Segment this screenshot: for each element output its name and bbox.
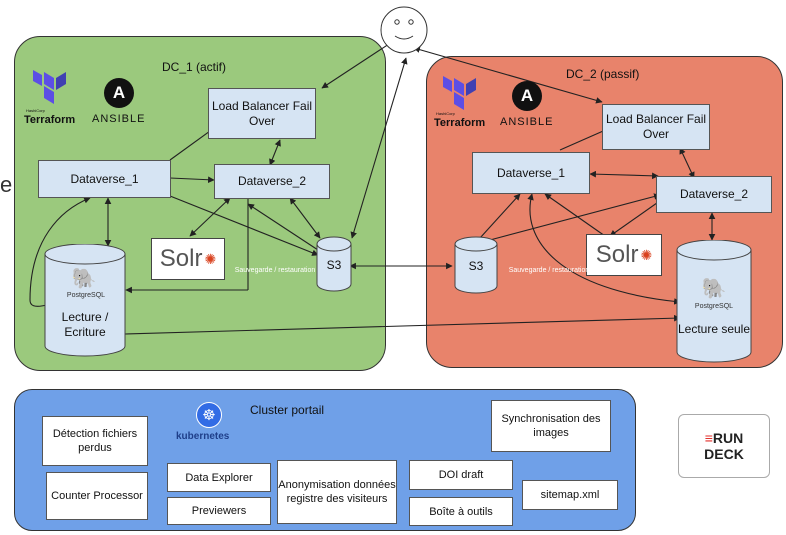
sitemap-xml: sitemap.xml bbox=[522, 480, 618, 510]
edge-dv2-s3 bbox=[289, 197, 321, 239]
rundeck-logo: ≡RUN DECK bbox=[678, 414, 770, 478]
dc1-title: DC_1 (actif) bbox=[162, 60, 227, 74]
edge-dc2-dv1-dv2 bbox=[589, 170, 659, 180]
portal-title: Cluster portail bbox=[250, 403, 325, 417]
dc1-s3-label: S3 bbox=[326, 258, 342, 272]
dc2-ansible-label: ANSIBLE bbox=[500, 116, 554, 128]
edge-s3-dv2 bbox=[247, 203, 319, 251]
edge-lb2-dv2 bbox=[679, 147, 695, 179]
dc2-postgresql-elephant-icon: 🐘 bbox=[701, 278, 727, 300]
edge-dv1-dv2 bbox=[169, 176, 215, 184]
counter-processor: Counter Processor bbox=[46, 472, 148, 520]
edge-dc2-dv1-db2 bbox=[527, 193, 681, 305]
dc2-solr-label: Solr bbox=[595, 241, 639, 268]
dc2-ansible-icon: A bbox=[512, 81, 542, 111]
ansible-label: ANSIBLE bbox=[92, 113, 146, 125]
dc1-backup-note: Sauvegarde / restauration bbox=[234, 267, 316, 274]
dc2-terraform-label: Terraform bbox=[434, 117, 486, 129]
edge-dv1-s3 bbox=[159, 191, 319, 256]
user-face-icon bbox=[380, 6, 428, 54]
dc2-terraform-logo bbox=[440, 76, 480, 116]
dc2-solr: Solr ✺ bbox=[586, 234, 662, 276]
rundeck-icon: ≡ bbox=[704, 430, 713, 446]
terraform-icon bbox=[33, 70, 66, 104]
data-explorer: Data Explorer bbox=[167, 463, 271, 492]
dc1-dataverse-2: Dataverse_2 bbox=[214, 164, 330, 199]
boite-a-outils: Boîte à outils bbox=[409, 497, 513, 526]
detection-fichiers-perdus: Détection fichiers perdus bbox=[42, 416, 148, 466]
dc1-load-balancer: Load Balancer Fail Over bbox=[208, 88, 316, 139]
dc2-terraform-small-label: HashiCorp bbox=[436, 111, 455, 116]
edge-dv2-solr bbox=[189, 197, 231, 237]
edge-dc2-s3-dv1 bbox=[479, 193, 521, 239]
kubernetes-icon: ☸ bbox=[196, 402, 222, 428]
solr-label: Solr bbox=[159, 245, 203, 272]
dc2-dataverse-2: Dataverse_2 bbox=[656, 176, 772, 213]
terraform-label: Terraform bbox=[24, 114, 76, 126]
kubernetes-label: kubernetes bbox=[176, 431, 230, 442]
rundeck-line2: DECK bbox=[704, 446, 744, 462]
postgresql-elephant-icon: 🐘 bbox=[71, 268, 97, 290]
dc1-db-brand: PostgreSQL bbox=[66, 292, 106, 299]
terraform-logo bbox=[30, 70, 70, 122]
dc2-db-brand: PostgreSQL bbox=[694, 303, 734, 310]
dc2-terraform-icon bbox=[443, 76, 476, 110]
edge-user-lb1 bbox=[321, 41, 393, 89]
dc1-db-cylinder bbox=[44, 244, 126, 357]
dc2-s3-cylinder bbox=[454, 236, 498, 294]
dc2-solr-sun-icon: ✺ bbox=[640, 246, 653, 263]
edge-dc2-dv1-solr bbox=[544, 193, 606, 237]
dc2-s3-label: S3 bbox=[468, 259, 484, 273]
edge-lb1-dv2 bbox=[269, 139, 281, 166]
edge-db1-db2 bbox=[124, 314, 681, 335]
solr-sun-icon: ✺ bbox=[204, 250, 217, 267]
dc2-dataverse-1: Dataverse_1 bbox=[472, 152, 590, 194]
dc1-db-label: Lecture / Ecriture bbox=[61, 310, 109, 339]
edge-dc2-dv1-lb bbox=[559, 127, 611, 151]
dc1-s3-cylinder bbox=[316, 236, 352, 292]
dc1-solr: Solr ✺ bbox=[151, 238, 225, 280]
doi-draft: DOI draft bbox=[409, 460, 513, 490]
dc2-backup-note: Sauvegarde / restauration bbox=[508, 267, 590, 274]
previewers: Previewers bbox=[167, 497, 271, 525]
dc1-dataverse-1: Dataverse_1 bbox=[38, 160, 171, 198]
terraform-small-label: HashiCorp bbox=[26, 108, 45, 113]
dc2-db-label: Lecture seule bbox=[677, 322, 751, 336]
dc2-db-cylinder bbox=[676, 240, 752, 363]
edge-user-lb2 bbox=[413, 46, 603, 104]
synchronisation-images: Synchronisation des images bbox=[491, 400, 611, 452]
dc2-title: DC_2 (passif) bbox=[566, 67, 640, 81]
anonymisation: Anonymisation données registre des visit… bbox=[277, 460, 397, 524]
edge-user-s3 bbox=[350, 57, 408, 239]
edge-fragment-text: e bbox=[0, 172, 13, 197]
ansible-icon: A bbox=[104, 78, 134, 108]
dc2-load-balancer: Load Balancer Fail Over bbox=[602, 104, 710, 150]
rundeck-line1: RUN bbox=[712, 430, 744, 446]
